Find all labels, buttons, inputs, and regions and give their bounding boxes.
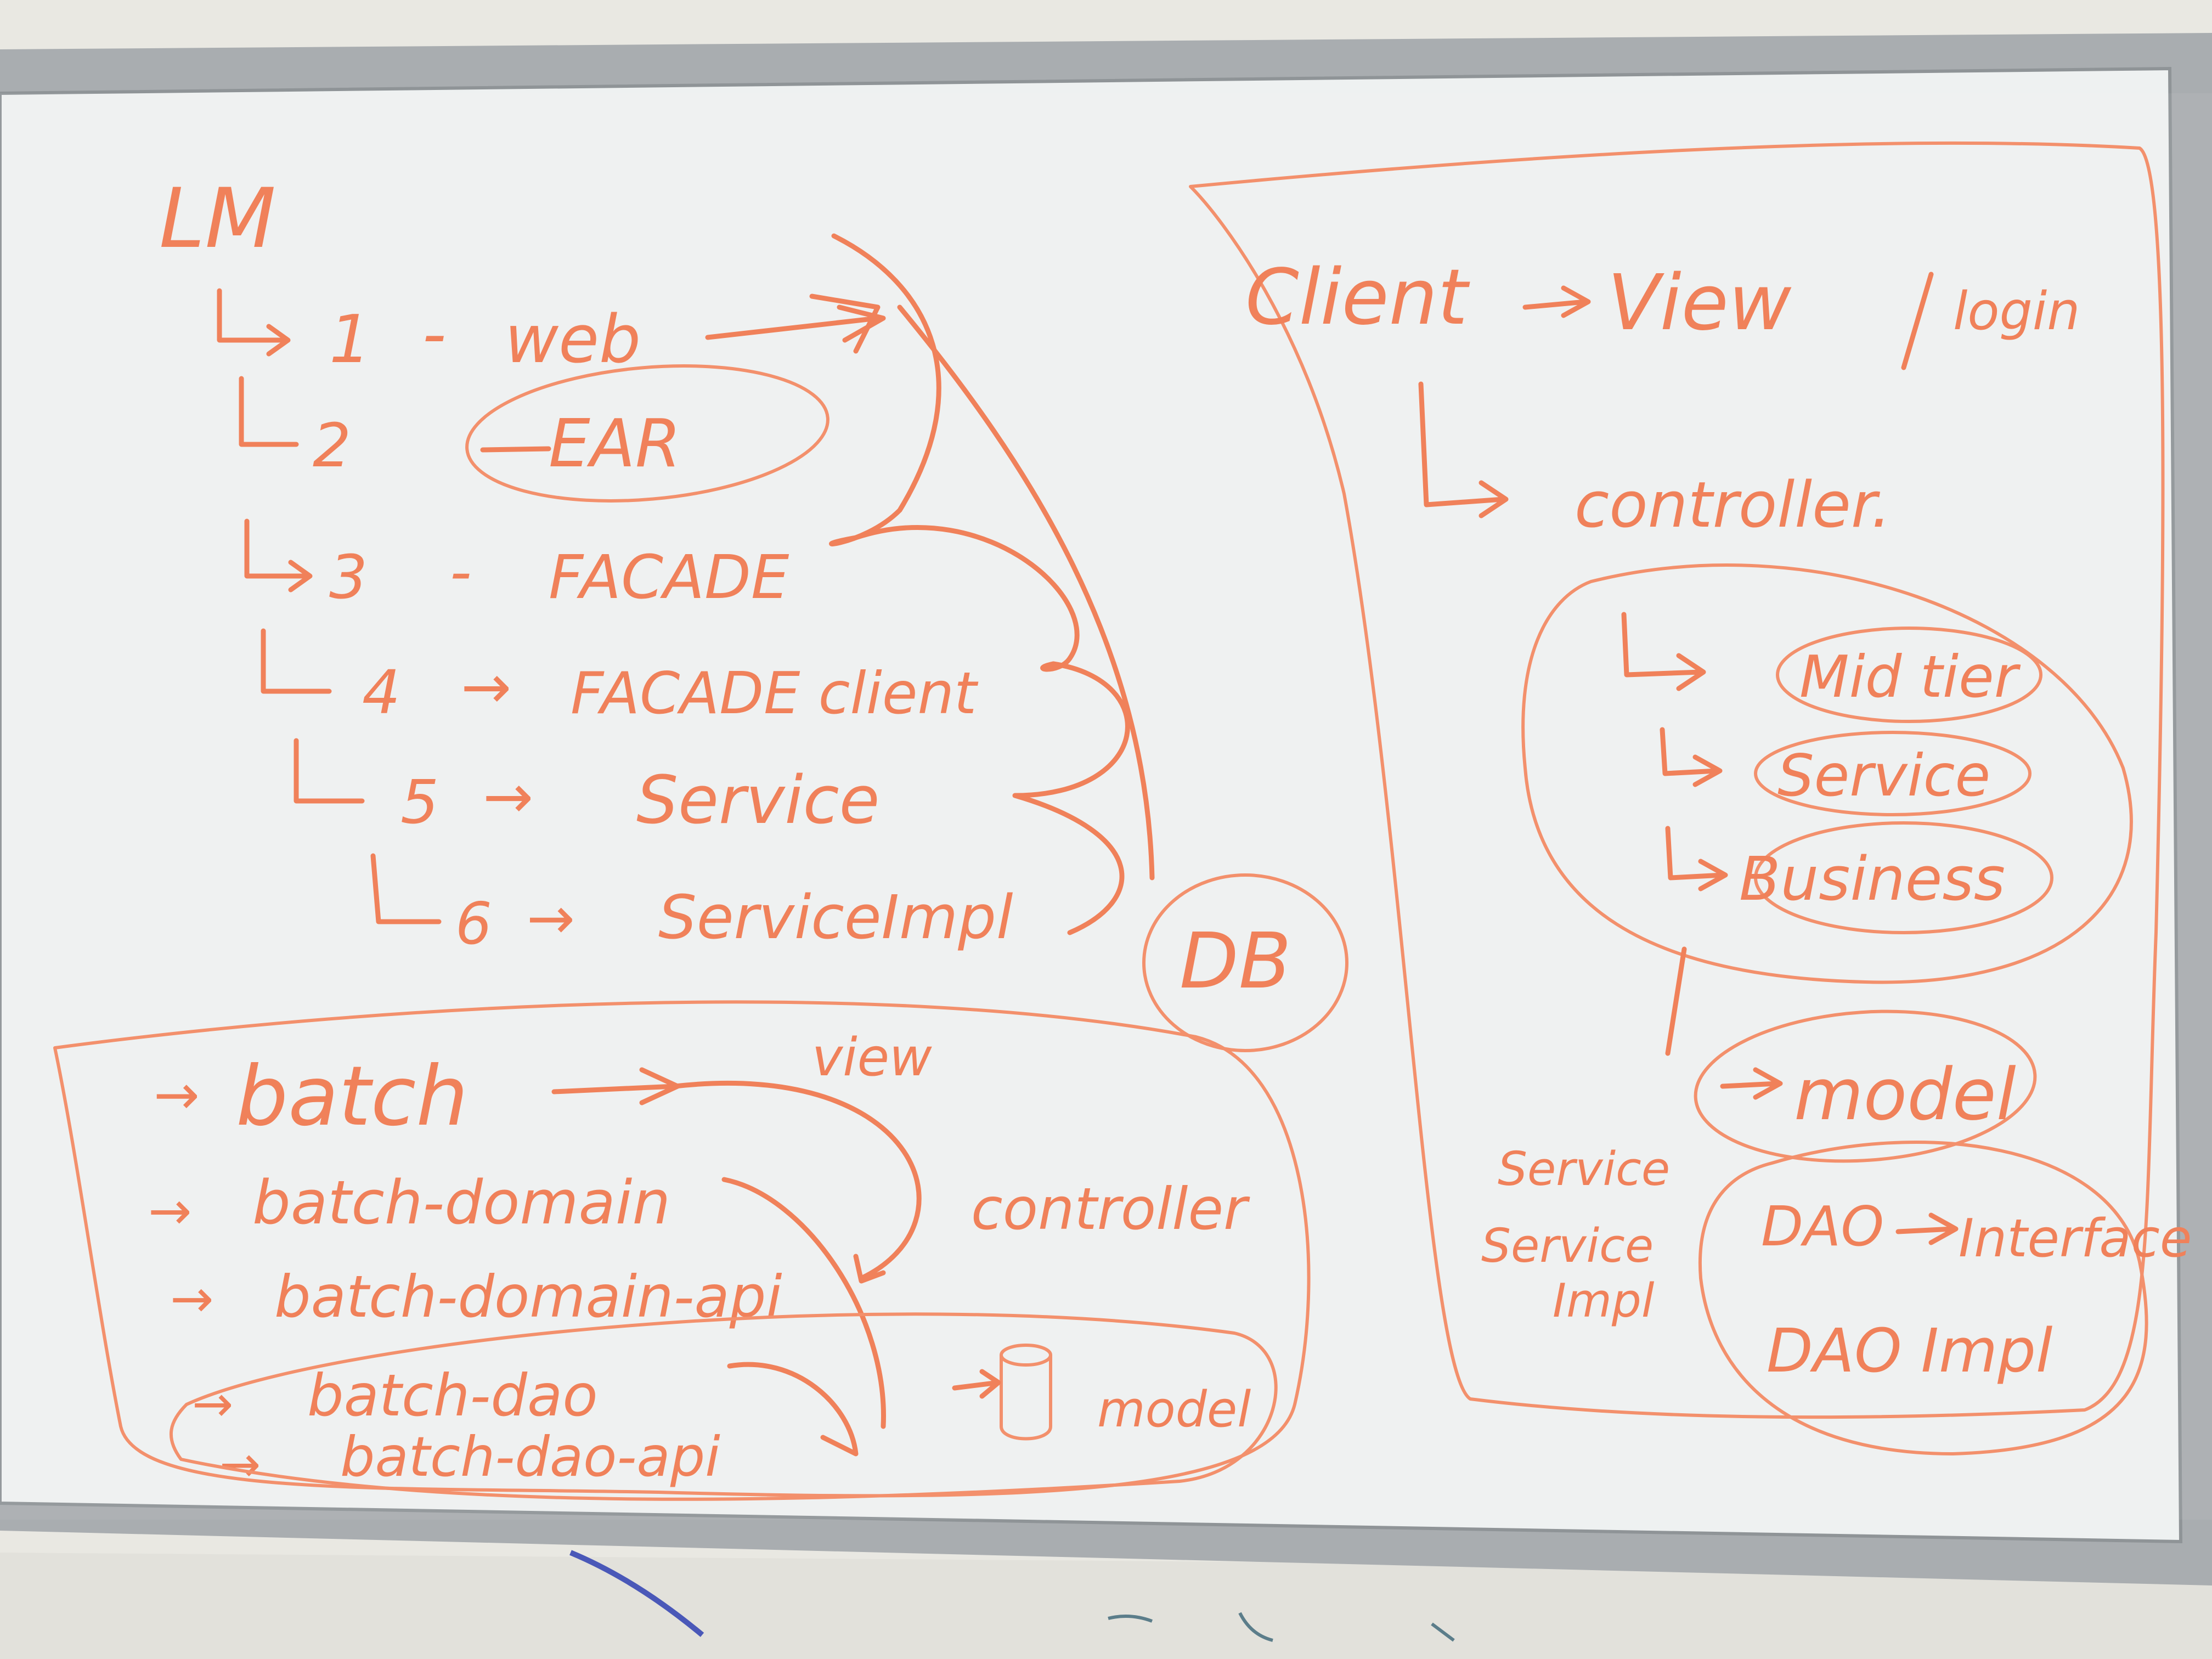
batch-region bbox=[53, 1000, 1311, 1498]
item-5-separator: → bbox=[483, 761, 533, 832]
tier-1-label: Mid tier bbox=[1799, 644, 2021, 710]
service-impl-2-label: Impl bbox=[1553, 1274, 1655, 1328]
batch-item-5: batch-dao-api bbox=[340, 1425, 720, 1489]
dao-circle bbox=[1698, 1141, 2148, 1455]
model-cylinder-icon bbox=[952, 1344, 1052, 1441]
batch-view-label: view bbox=[812, 1028, 932, 1088]
batch-arrow-4: → bbox=[192, 1375, 233, 1433]
batch-model-label: model bbox=[1097, 1381, 1251, 1438]
batch-arrow-3: → bbox=[170, 1269, 214, 1329]
item-3-separator: - bbox=[450, 537, 472, 607]
dao-ellipse bbox=[169, 1312, 1278, 1501]
model-circle bbox=[1694, 1009, 2037, 1163]
service-impl-1-label: Service bbox=[1481, 1219, 1654, 1273]
hook-4 bbox=[261, 628, 332, 694]
item-3-number: 3 bbox=[329, 542, 368, 612]
hook-5 bbox=[294, 738, 365, 804]
item-4-label: FACADE client bbox=[571, 660, 979, 727]
brace-low bbox=[1012, 661, 1130, 935]
brace-top bbox=[829, 233, 941, 546]
view-login-slash bbox=[1901, 272, 1934, 370]
business-circle bbox=[1754, 821, 2053, 934]
client-view-arrow bbox=[1522, 285, 1591, 318]
tiers-circle bbox=[1521, 563, 2133, 984]
item-2-label: EAR bbox=[549, 406, 681, 482]
view-curve bbox=[672, 1081, 922, 1284]
item-4-separator: → bbox=[461, 652, 511, 722]
board-edge bbox=[0, 66, 2183, 1544]
wall-lower bbox=[0, 1553, 2212, 1659]
dao-interface-1-label: DAO bbox=[1761, 1194, 1884, 1259]
dao-interface-arrow bbox=[1895, 1212, 1959, 1245]
mid-tier-circle bbox=[1776, 627, 2042, 723]
item-5-label: Service bbox=[636, 763, 880, 839]
db-circle bbox=[1142, 873, 1348, 1052]
domain-curve bbox=[721, 1177, 886, 1429]
batch-item-2: batch-domain bbox=[252, 1167, 670, 1238]
dao-loop bbox=[727, 1362, 859, 1457]
hook-3 bbox=[244, 518, 313, 592]
item-6-label: ServiceImpl bbox=[658, 882, 1013, 952]
service-circle bbox=[1754, 731, 2032, 816]
view-label: View bbox=[1607, 258, 1792, 348]
brace-mid bbox=[853, 525, 1080, 672]
tier-hook-1 bbox=[1621, 612, 1706, 691]
item-6-number: 6 bbox=[455, 890, 492, 957]
controller-label: controller. bbox=[1575, 469, 1891, 542]
tier-hook-2 bbox=[1660, 727, 1723, 787]
board-surface bbox=[0, 69, 2181, 1542]
right-region bbox=[1189, 141, 2165, 1419]
item-2-number: 2 bbox=[313, 410, 351, 481]
controller-hook bbox=[1418, 381, 1509, 518]
item-5-number: 5 bbox=[400, 767, 439, 837]
client-label: Client bbox=[1245, 253, 1470, 342]
model-label: model bbox=[1794, 1053, 2016, 1136]
tier-3-label: Business bbox=[1739, 844, 2005, 914]
dao-impl-label: DAO Impl bbox=[1767, 1316, 2053, 1386]
item-6-separator: → bbox=[527, 885, 575, 952]
hook-1 bbox=[217, 288, 291, 357]
batch-arrow-5: → bbox=[219, 1436, 261, 1493]
hook-6 bbox=[370, 853, 442, 924]
wall-marks bbox=[1108, 1612, 1455, 1642]
brace-spine bbox=[897, 304, 1155, 881]
tier-hook-3 bbox=[1665, 826, 1728, 891]
batch-item-1: batch bbox=[236, 1049, 469, 1144]
db-label: DB bbox=[1180, 917, 1291, 1006]
item-1-separator: - bbox=[422, 296, 446, 373]
item-1-label: web bbox=[505, 302, 641, 378]
item-1-number: 1 bbox=[329, 302, 371, 378]
item-3-label: FACADE bbox=[549, 542, 789, 612]
batch-item-4: batch-dao bbox=[307, 1362, 598, 1429]
batch-arrow-2: → bbox=[148, 1181, 192, 1242]
item-4-number: 4 bbox=[362, 657, 400, 727]
item-2-dash bbox=[480, 446, 551, 453]
hook-2 bbox=[239, 376, 299, 447]
ear-circle bbox=[465, 364, 830, 503]
batch-controller-label: controller bbox=[971, 1176, 1250, 1243]
service-label: Service bbox=[1498, 1142, 1670, 1197]
tier-2-label: Service bbox=[1778, 742, 1990, 809]
arrow-web-head bbox=[809, 294, 881, 354]
model-line bbox=[1665, 946, 1687, 1056]
batch-arrow-1: → bbox=[154, 1063, 200, 1127]
wall-mark-blue bbox=[569, 1550, 704, 1637]
arrow-web bbox=[705, 304, 886, 343]
model-arrow bbox=[1720, 1067, 1783, 1100]
board-glare bbox=[0, 93, 2212, 1520]
dao-interface-2-label: Interface bbox=[1959, 1209, 2192, 1269]
lm-title: LM bbox=[159, 171, 276, 267]
login-label: login bbox=[1953, 281, 2080, 342]
